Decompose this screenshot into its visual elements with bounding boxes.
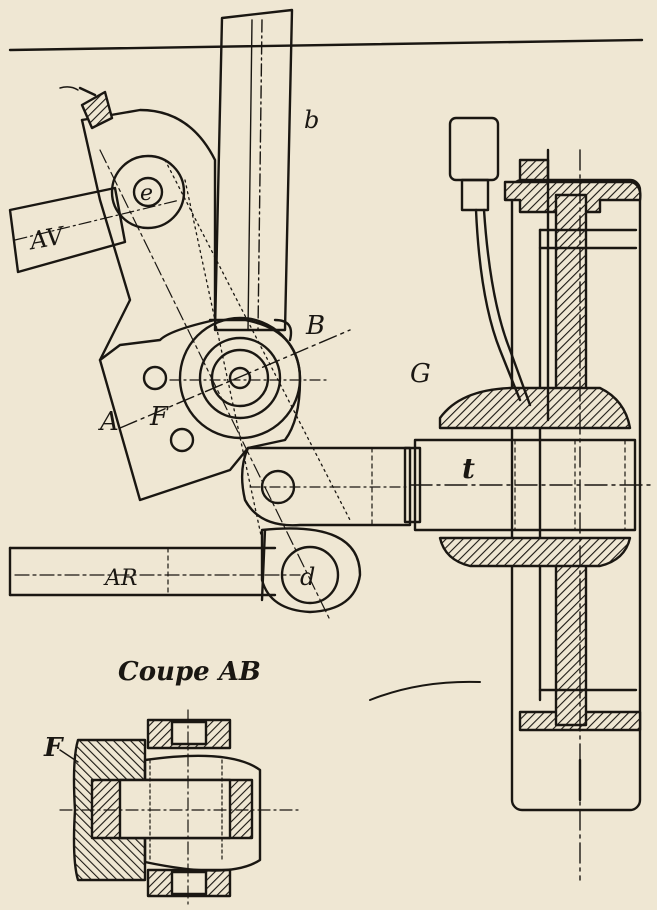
frame-top-line <box>8 38 644 52</box>
section-view-ab <box>59 709 301 906</box>
label-av: AV <box>26 221 68 255</box>
label-e: e <box>140 181 153 206</box>
label-AR: AR <box>103 566 137 591</box>
label-b: b <box>304 106 319 134</box>
label-t: t <box>462 452 475 485</box>
section-caption: Coupe AB <box>118 657 261 687</box>
lower-lever <box>260 527 362 614</box>
label-B: B <box>305 311 325 341</box>
section-label-F: F <box>43 733 64 763</box>
section-line-ab <box>119 329 351 429</box>
label-A: A <box>98 407 119 437</box>
shaft-t <box>403 438 651 532</box>
rod-ar <box>8 546 301 597</box>
label-G: G <box>410 359 431 389</box>
rod-b <box>213 8 294 342</box>
label-d: d <box>300 563 315 591</box>
label-F: F <box>149 402 169 432</box>
crank-arm <box>240 446 412 527</box>
rod-av <box>8 186 181 274</box>
flywheel-section <box>369 116 642 881</box>
